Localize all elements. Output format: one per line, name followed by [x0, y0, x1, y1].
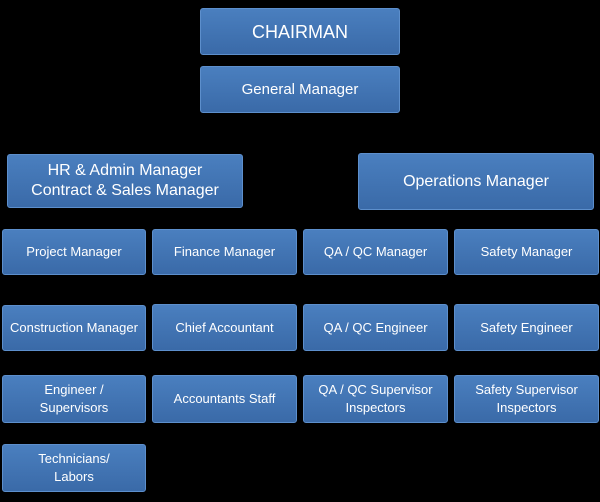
chief-accountant-label: Chief Accountant: [175, 319, 274, 335]
operations-manager-box: Operations Manager: [358, 153, 594, 210]
operations-manager-label: Operations Manager: [403, 172, 549, 190]
safety-manager-label: Safety Manager: [480, 244, 573, 259]
project-manager-label: Project Manager: [26, 244, 122, 259]
engineer-supervisors-label: Engineer / Supervisors: [39, 382, 109, 415]
technicians-box: Technicians/ Labors: [2, 444, 146, 492]
chairman-label: CHAIRMAN: [251, 21, 348, 42]
safety-manager-box: Safety Manager: [454, 229, 599, 275]
chairman-box: CHAIRMAN: [200, 8, 400, 55]
accountants-staff-label: Accountants Staff: [173, 391, 276, 406]
qa-qc-manager-label: QA / QC Manager: [323, 244, 428, 259]
finance-manager-box: Finance Manager: [152, 229, 297, 275]
qa-qc-supervisor-label: QA / QC Supervisor Inspectors: [318, 382, 433, 415]
qa-qc-engineer-box: QA / QC Engineer: [303, 304, 448, 351]
hr-admin-manager-label: HR & Admin Manager Contract & Sales Mana…: [31, 162, 219, 199]
hr-admin-manager-box: HR & Admin Manager Contract & Sales Mana…: [7, 154, 243, 208]
safety-supervisor-box: Safety Supervisor Inspectors: [454, 375, 599, 423]
engineer-supervisors-box: Engineer / Supervisors: [2, 375, 146, 423]
project-manager-box: Project Manager: [2, 229, 146, 275]
safety-engineer-box: Safety Engineer: [454, 304, 599, 351]
safety-supervisor-label: Safety Supervisor Inspectors: [475, 382, 578, 415]
construction-manager-box: Construction Manager: [2, 305, 146, 351]
construction-manager-label: Construction Manager: [10, 320, 138, 335]
safety-engineer-label: Safety Engineer: [480, 319, 573, 335]
finance-manager-label: Finance Manager: [173, 244, 276, 259]
qa-qc-supervisor-box: QA / QC Supervisor Inspectors: [303, 375, 448, 423]
technicians-label: Technicians/ Labors: [38, 451, 110, 484]
qa-qc-manager-box: QA / QC Manager: [303, 229, 448, 275]
qa-qc-engineer-label: QA / QC Engineer: [323, 319, 428, 335]
accountants-staff-box: Accountants Staff: [152, 375, 297, 423]
general-manager-label: General Manager: [241, 80, 359, 98]
chief-accountant-box: Chief Accountant: [152, 304, 297, 351]
general-manager-box: General Manager: [200, 66, 400, 113]
